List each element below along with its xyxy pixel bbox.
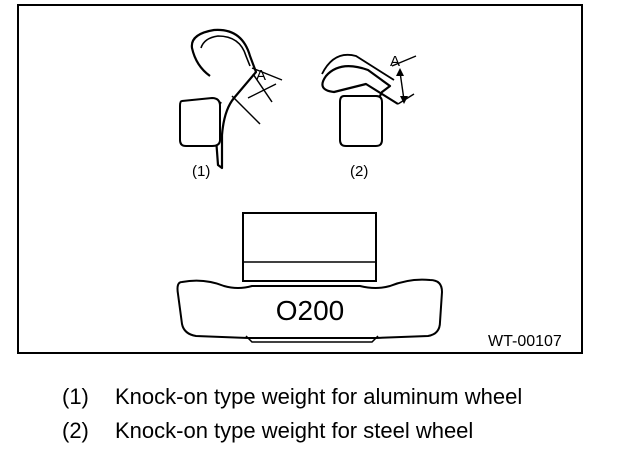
- callout-label-2: (2): [350, 163, 368, 180]
- weight-diagram: A (1) A (2) O200 WT-00107: [176, 28, 562, 350]
- steel-wheel-weight: A (2): [321, 53, 417, 180]
- legend: (1) Knock-on type weight for aluminum wh…: [62, 380, 522, 448]
- legend-text: Knock-on type weight for aluminum wheel: [115, 384, 523, 409]
- weight-stamp: O200: [276, 295, 345, 326]
- spring-clip-1-inner: [200, 35, 251, 67]
- spring-clip-2-outer: [321, 53, 395, 81]
- weight-top-block: [242, 212, 377, 282]
- callout-label-1: (1): [192, 163, 210, 180]
- dimension-line-1: [247, 83, 277, 99]
- legend-number: (1): [62, 384, 89, 409]
- dimension-label-2: A: [390, 53, 400, 70]
- legend-item: (2) Knock-on type weight for steel wheel: [62, 414, 522, 448]
- weight-body-2: [339, 95, 383, 147]
- weight-body-1: [179, 96, 221, 147]
- figure-code: WT-00107: [488, 333, 562, 350]
- dimension-label-1: A: [256, 67, 266, 84]
- aluminum-wheel-weight: A (1): [179, 28, 283, 180]
- spring-clip-2: [321, 65, 399, 105]
- weight-front-view: O200: [176, 212, 444, 343]
- legend-item: (1) Knock-on type weight for aluminum wh…: [62, 380, 522, 414]
- weight-main-body: [176, 278, 444, 339]
- legend-number: (2): [62, 418, 89, 443]
- legend-text: Knock-on type weight for steel wheel: [115, 418, 474, 443]
